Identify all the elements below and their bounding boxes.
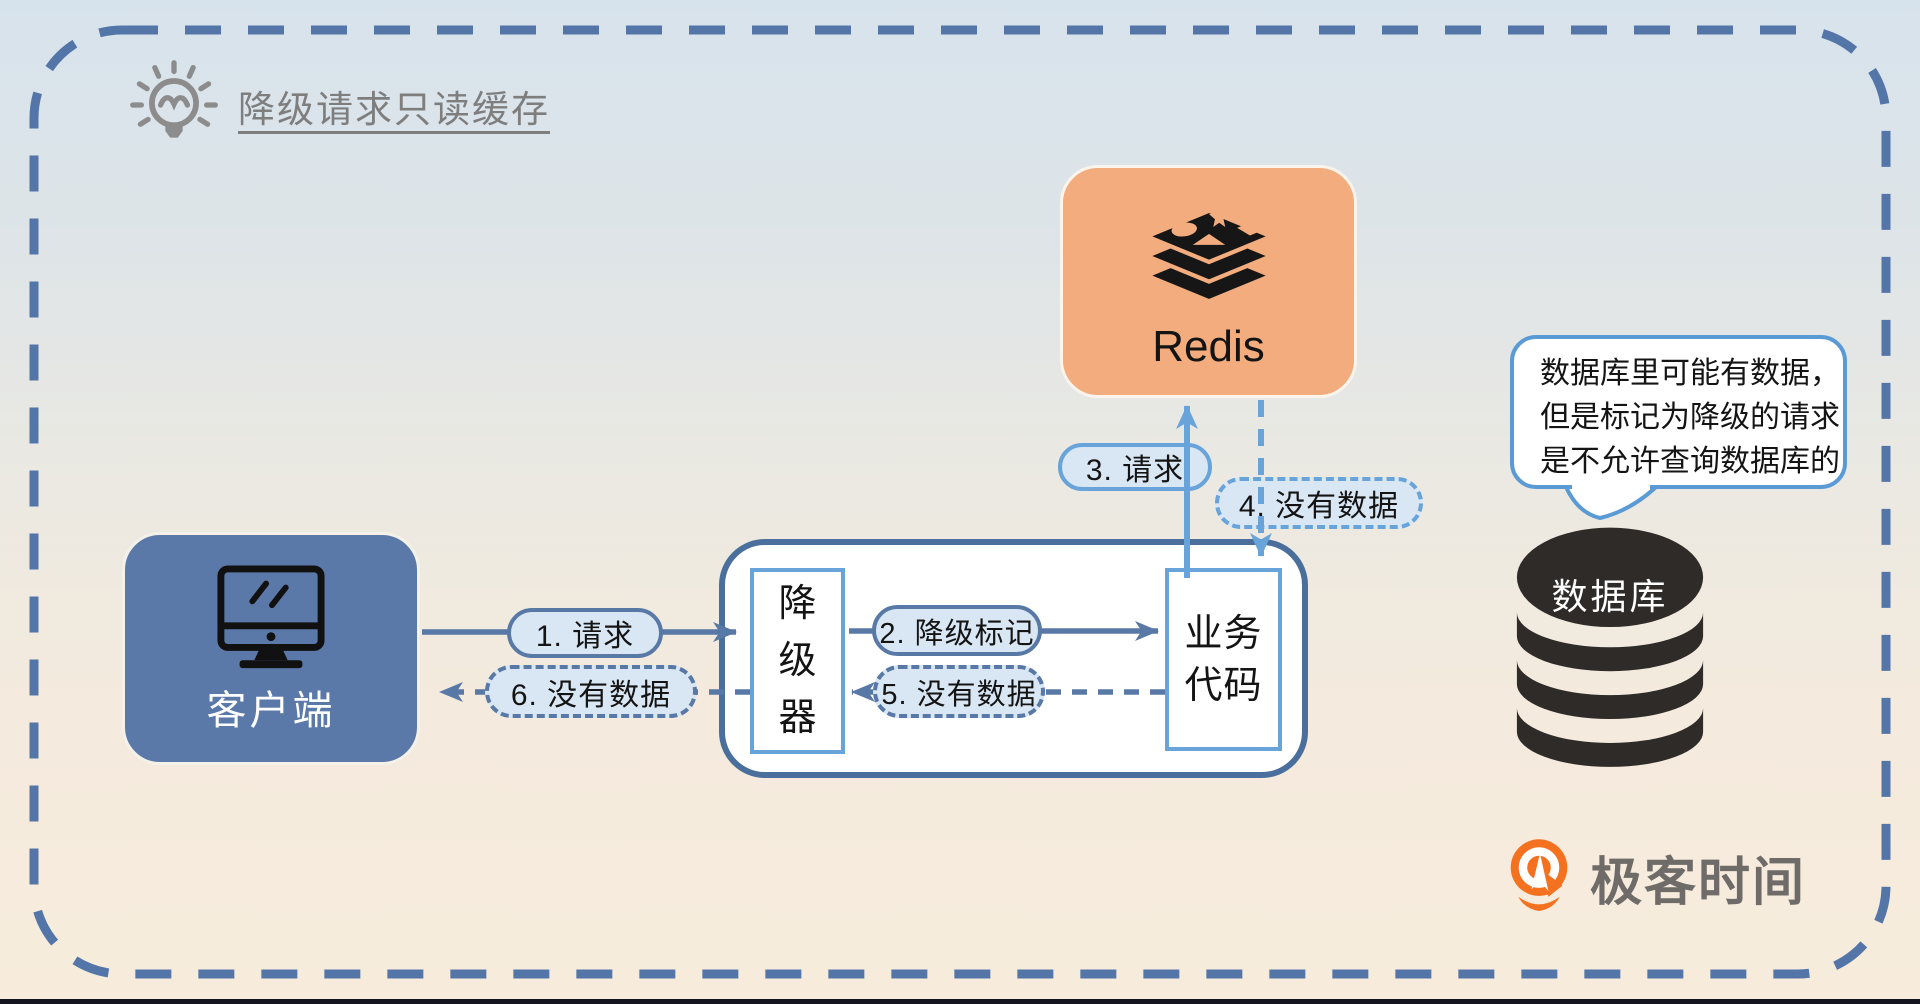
flow-label-1-request: 1. 请求 <box>507 608 663 658</box>
lightbulb-icon <box>130 60 218 138</box>
diagram-title: 降级请求只读缓存 <box>126 58 550 154</box>
geektime-logo: 极客时间 <box>1506 836 1806 918</box>
degrader-char: 降 <box>778 582 817 625</box>
callout-line: 数据库里可能有数据， <box>1540 357 1840 390</box>
geektime-logo-icon <box>1510 839 1568 911</box>
geektime-logo-text: 极客时间 <box>1590 853 1807 912</box>
business-label-line: 业务 <box>1184 612 1263 655</box>
degrader-char: 级 <box>778 639 817 682</box>
degrader-char: 器 <box>778 696 817 739</box>
bottom-edge-strip <box>0 999 1920 1004</box>
database-label: 数据库 <box>1551 576 1669 617</box>
redis-label: Redis <box>1152 321 1265 371</box>
page-title: 降级请求只读缓存 <box>238 89 550 130</box>
redis-stack-icon <box>1140 206 1277 304</box>
node-client: 客户端 <box>122 532 420 765</box>
flow-label-2-degrade-mark: 2. 降级标记 <box>872 605 1042 656</box>
node-business-code: 业务 代码 <box>1165 568 1282 751</box>
flow-label-3-request: 3. 请求 <box>1058 443 1212 491</box>
flow-label-6-no-data: 6. 没有数据 <box>485 665 697 718</box>
client-label: 客户端 <box>206 688 336 733</box>
callout-line: 是不允许查询数据库的 <box>1540 445 1840 478</box>
business-label-line: 代码 <box>1184 664 1263 707</box>
node-degrader: 降 级 器 <box>750 568 845 754</box>
callout-line: 但是标记为降级的请求 <box>1540 401 1840 434</box>
flow-label-5-no-data: 5. 没有数据 <box>873 665 1045 718</box>
monitor-icon <box>217 564 325 668</box>
callout-text: 数据库里可能有数据， 但是标记为降级的请求 是不允许查询数据库的 <box>1540 352 1840 484</box>
node-redis: Redis <box>1060 165 1357 398</box>
flow-label-4-no-data: 4. 没有数据 <box>1215 477 1423 529</box>
